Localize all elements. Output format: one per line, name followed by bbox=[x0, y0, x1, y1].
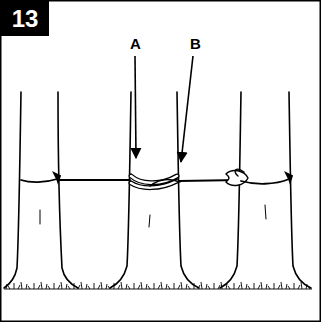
grass-blade bbox=[194, 283, 195, 289]
callout-number: 13 bbox=[12, 5, 39, 33]
tree-trunk bbox=[4, 92, 21, 288]
grass-blade bbox=[38, 285, 40, 289]
grass-blade bbox=[198, 285, 200, 289]
tree-strap bbox=[131, 181, 177, 188]
grass-blade bbox=[106, 284, 107, 289]
grass-blade bbox=[126, 284, 127, 289]
knot bbox=[286, 173, 292, 182]
tie-line bbox=[59, 179, 130, 181]
grass-blade bbox=[74, 283, 75, 289]
grass-blade bbox=[41, 282, 42, 289]
grass-blade bbox=[206, 284, 207, 289]
grass-blade bbox=[186, 284, 187, 289]
grass-blade bbox=[146, 284, 147, 289]
grass-blade bbox=[218, 285, 220, 289]
grass-blade bbox=[54, 283, 55, 289]
grass-blade bbox=[141, 282, 142, 289]
grass-blade bbox=[61, 282, 62, 289]
grass-blade bbox=[298, 285, 300, 289]
grass-blade bbox=[278, 285, 280, 289]
grass-blade bbox=[166, 284, 167, 289]
tie-loop bbox=[235, 169, 244, 176]
grass-blade bbox=[46, 284, 47, 289]
tree-trunk bbox=[289, 92, 311, 288]
grass-blade bbox=[121, 282, 122, 289]
grass-blade bbox=[18, 285, 20, 289]
grass-blade bbox=[246, 284, 247, 289]
callout-letter: B bbox=[189, 36, 202, 53]
grass-blade bbox=[34, 283, 35, 289]
leader-arrow bbox=[181, 56, 193, 162]
tie-line bbox=[21, 179, 57, 182]
grass-blade bbox=[178, 285, 180, 289]
grass-blade bbox=[274, 283, 275, 289]
grass-blade bbox=[161, 282, 162, 289]
grass-blade bbox=[118, 285, 120, 289]
strap-twist bbox=[150, 179, 180, 186]
grass-blade bbox=[114, 283, 115, 289]
grass-blade bbox=[58, 285, 60, 289]
grass-blade bbox=[241, 282, 242, 289]
grass-blade bbox=[306, 284, 307, 289]
grass-blade bbox=[286, 284, 287, 289]
bark-mark bbox=[40, 205, 266, 227]
grass bbox=[4, 282, 312, 289]
grass-blade bbox=[201, 282, 202, 289]
grass-blade bbox=[21, 282, 22, 289]
grass-blade bbox=[98, 285, 100, 289]
grass-blade bbox=[221, 282, 222, 289]
grass-blade bbox=[266, 284, 267, 289]
tree-trunk bbox=[110, 92, 131, 288]
grass-blade bbox=[174, 283, 175, 289]
grass-blade bbox=[158, 285, 160, 289]
grass-blade bbox=[258, 285, 260, 289]
grass-blade bbox=[254, 283, 255, 289]
grass-blade bbox=[226, 284, 227, 289]
grass-blade bbox=[301, 282, 302, 289]
grass-blade bbox=[154, 283, 155, 289]
ground-line bbox=[4, 289, 312, 290]
grass-blade bbox=[101, 282, 102, 289]
grass-blade bbox=[281, 282, 282, 289]
tie-loop bbox=[226, 171, 248, 186]
grass-blade bbox=[294, 283, 295, 289]
grass-blade bbox=[234, 283, 235, 289]
tree-trunk bbox=[220, 92, 241, 288]
grass-blade bbox=[81, 282, 82, 289]
grass-blade bbox=[181, 282, 182, 289]
tree-trunk bbox=[177, 92, 199, 288]
grass-blade bbox=[138, 285, 140, 289]
grass-blade bbox=[6, 284, 7, 289]
grass-blade bbox=[14, 283, 15, 289]
tree-strap bbox=[131, 181, 177, 188]
tie-line bbox=[241, 179, 289, 184]
grass-blade bbox=[86, 284, 87, 289]
grass-blade bbox=[261, 282, 262, 289]
grass-blade bbox=[134, 283, 135, 289]
leader-arrow bbox=[135, 56, 136, 158]
callout-letter: A bbox=[129, 36, 142, 53]
tree-trunk bbox=[58, 92, 78, 288]
grass-blade bbox=[238, 285, 240, 289]
grass-blade bbox=[66, 284, 67, 289]
grass-blade bbox=[26, 284, 27, 289]
step-number-box: 13 bbox=[1, 1, 49, 36]
grass-blade bbox=[94, 283, 95, 289]
grass-blade bbox=[214, 283, 215, 289]
grass-blade bbox=[78, 285, 80, 289]
